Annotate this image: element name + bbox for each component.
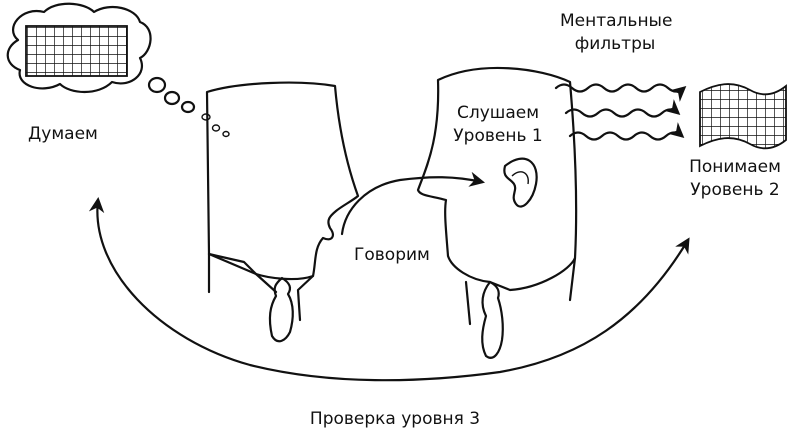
check-level3-label: Проверка уровня 3 bbox=[309, 409, 481, 429]
listen-level1-label: Слушаем Уровень 1 bbox=[448, 102, 548, 148]
filter-arrows bbox=[554, 83, 687, 141]
mental-filters-line2: фильтры bbox=[574, 34, 656, 54]
feedback-loop bbox=[88, 196, 690, 382]
understand-line2: Уровень 2 bbox=[690, 180, 780, 200]
mental-filters-label: Ментальные фильтры bbox=[560, 10, 673, 56]
thought-cloud bbox=[6, 2, 152, 94]
listen-line2: Уровень 1 bbox=[453, 126, 543, 146]
speak-label: Говорим bbox=[354, 245, 430, 265]
listener-figure bbox=[416, 66, 578, 359]
thought-grid bbox=[25, 25, 128, 77]
think-label: Думаем bbox=[28, 124, 98, 144]
understand-level2-label: Понимаем Уровень 2 bbox=[683, 156, 787, 202]
thought-bubbles bbox=[147, 76, 230, 138]
speech-arrow bbox=[340, 171, 486, 236]
understanding-grid bbox=[699, 83, 787, 150]
mental-filters-line1: Ментальные bbox=[560, 11, 673, 31]
listen-line1: Слушаем bbox=[456, 103, 540, 123]
understand-line1: Понимаем bbox=[689, 157, 781, 177]
speaker-figure bbox=[205, 81, 360, 343]
